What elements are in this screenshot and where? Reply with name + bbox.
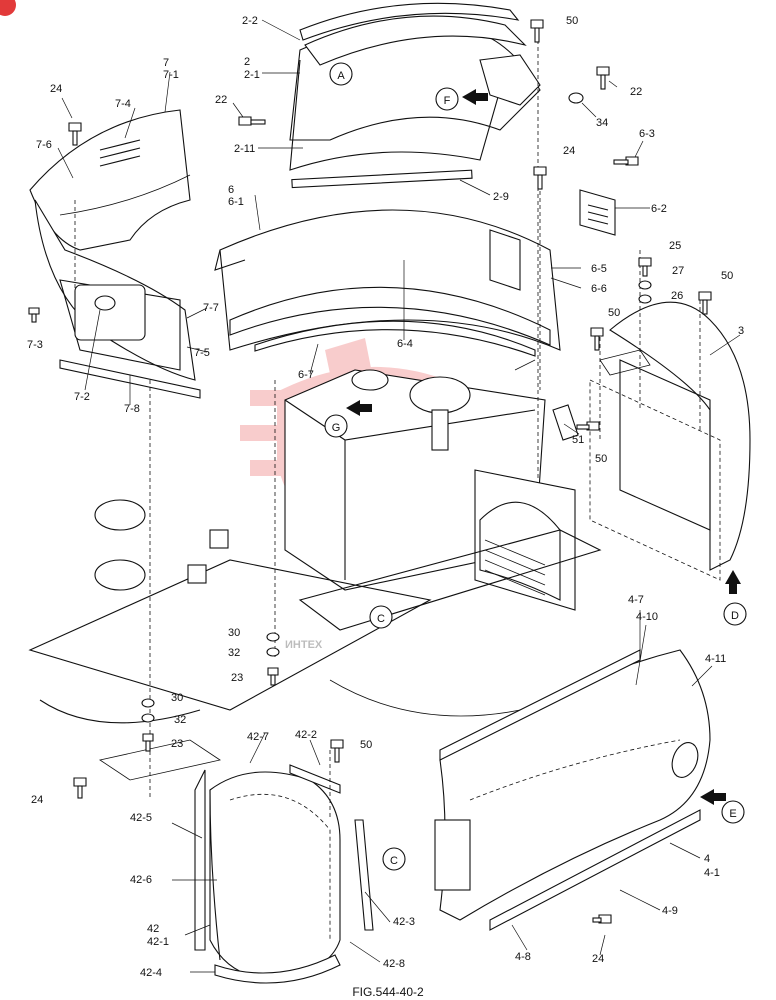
corner-badge [0, 0, 16, 16]
label-50-right: 50 [721, 270, 733, 282]
label-6-6: 6-6 [591, 283, 607, 295]
label-23-lower: 23 [171, 738, 183, 750]
label-30-upper: 30 [228, 627, 240, 639]
label-24-bottomright: 24 [592, 953, 604, 965]
view-marker-f: F [444, 95, 451, 107]
label-6-5: 6-5 [591, 263, 607, 275]
cover-panel-2 [289, 2, 541, 189]
label-6-1: 6-1 [228, 196, 244, 208]
label-7-1: 7-1 [163, 69, 179, 81]
label-4-8: 4-8 [515, 951, 531, 963]
fuel-tank [284, 369, 576, 611]
side-door-3 [589, 301, 751, 581]
label-7-7: 7-7 [203, 302, 219, 314]
part-labels: 2-2 50 2 2-1 22 22 34 2-11 7 7-1 24 7-4 … [27, 15, 744, 979]
rear-cover-4 [434, 649, 711, 931]
assembly-axes [74, 40, 701, 820]
label-30-lower: 30 [171, 692, 183, 704]
label-27: 27 [672, 265, 684, 277]
label-6-2: 6-2 [651, 203, 667, 215]
label-42-2: 42-2 [295, 729, 317, 741]
view-marker-d: D [731, 610, 739, 622]
label-6-4: 6-4 [397, 338, 413, 350]
view-arrows [346, 89, 741, 805]
label-42: 42 [147, 923, 159, 935]
label-24-mid: 24 [563, 145, 575, 157]
label-2-1: 2-1 [244, 69, 260, 81]
label-2-2: 2-2 [242, 15, 258, 27]
label-4-1: 4-1 [704, 867, 720, 879]
label-42-8: 42-8 [383, 958, 405, 970]
label-51: 51 [572, 434, 584, 446]
label-22-right: 22 [630, 86, 642, 98]
label-42-1: 42-1 [147, 936, 169, 948]
label-2-9: 2-9 [493, 191, 509, 203]
label-50-bottom: 50 [360, 739, 372, 751]
rear-cover-7 [29, 109, 201, 399]
fasteners [28, 19, 712, 924]
label-6-3: 6-3 [639, 128, 655, 140]
label-32-lower: 32 [174, 714, 186, 726]
arrow-f-icon [462, 89, 488, 105]
label-42-5: 42-5 [130, 812, 152, 824]
label-34: 34 [596, 117, 608, 129]
view-marker-e: E [729, 808, 736, 820]
label-4-9: 4-9 [662, 905, 678, 917]
label-2-11: 2-11 [234, 143, 255, 155]
view-marker-group: A F G C D E C [324, 62, 747, 871]
label-4: 4 [704, 853, 710, 865]
label-26: 26 [671, 290, 683, 302]
label-23-upper: 23 [231, 672, 243, 684]
label-50-top: 50 [566, 15, 578, 27]
label-42-4: 42-4 [140, 967, 162, 979]
label-24-bottomleft: 24 [31, 794, 43, 806]
label-4-10: 4-10 [636, 611, 658, 623]
view-marker-c-top: C [377, 613, 385, 625]
label-6-7: 6-7 [298, 369, 314, 381]
view-marker-c-bottom: C [390, 855, 398, 867]
label-7-5: 7-5 [194, 347, 210, 359]
label-22-left: 22 [215, 94, 227, 106]
arrow-d-icon [725, 570, 741, 594]
label-7-3: 7-3 [27, 339, 43, 351]
side-cover-42 [194, 764, 374, 984]
arrow-e-icon [700, 789, 726, 805]
label-6: 6 [228, 184, 234, 196]
label-4-11: 4-11 [705, 653, 726, 665]
label-7-4: 7-4 [115, 98, 131, 110]
label-50-door: 50 [608, 307, 620, 319]
label-42-6: 42-6 [130, 874, 152, 886]
label-25: 25 [669, 240, 681, 252]
label-42-3: 42-3 [393, 916, 415, 928]
label-3: 3 [738, 325, 744, 337]
label-50-tank: 50 [595, 453, 607, 465]
rear-panel-6 [214, 189, 616, 357]
figure-caption: FIG.544-40-2 [352, 985, 424, 999]
label-7-8: 7-8 [124, 403, 140, 415]
label-7-2: 7-2 [74, 391, 90, 403]
view-marker-g: G [332, 422, 341, 434]
label-7: 7 [163, 57, 169, 69]
label-leaders [57, 19, 741, 973]
label-24-topleft: 24 [50, 83, 62, 95]
label-2: 2 [244, 56, 250, 68]
label-32-upper: 32 [228, 647, 240, 659]
arrow-g-icon [346, 400, 372, 416]
label-7-6: 7-6 [36, 139, 52, 151]
label-4-7: 4-7 [628, 594, 644, 606]
view-marker-a: A [337, 70, 345, 82]
label-42-7: 42-7 [247, 731, 269, 743]
